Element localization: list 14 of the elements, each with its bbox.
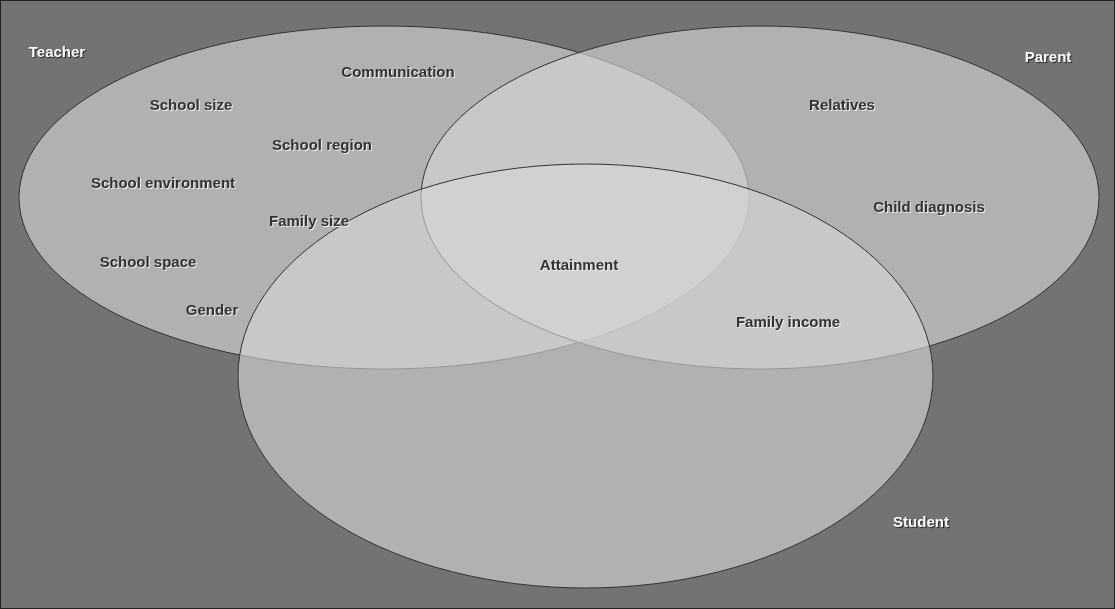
factor-label: School space [99, 252, 197, 270]
set-label: Student [893, 512, 949, 530]
factor-label: Family size [269, 211, 349, 229]
factor-label: School region [272, 135, 372, 153]
factor-label: School environment [90, 173, 236, 191]
factor-label: Relatives [809, 95, 875, 113]
factor-label: Gender [185, 300, 239, 318]
factor-label: Communication [341, 62, 455, 80]
set-label: Teacher [28, 42, 86, 60]
factor-label: Child diagnosis [873, 197, 985, 215]
set-label: Parent [1024, 47, 1072, 65]
factor-label: Family income [735, 312, 841, 330]
factor-label: Attainment [539, 255, 619, 273]
factor-label: School size [149, 95, 233, 113]
